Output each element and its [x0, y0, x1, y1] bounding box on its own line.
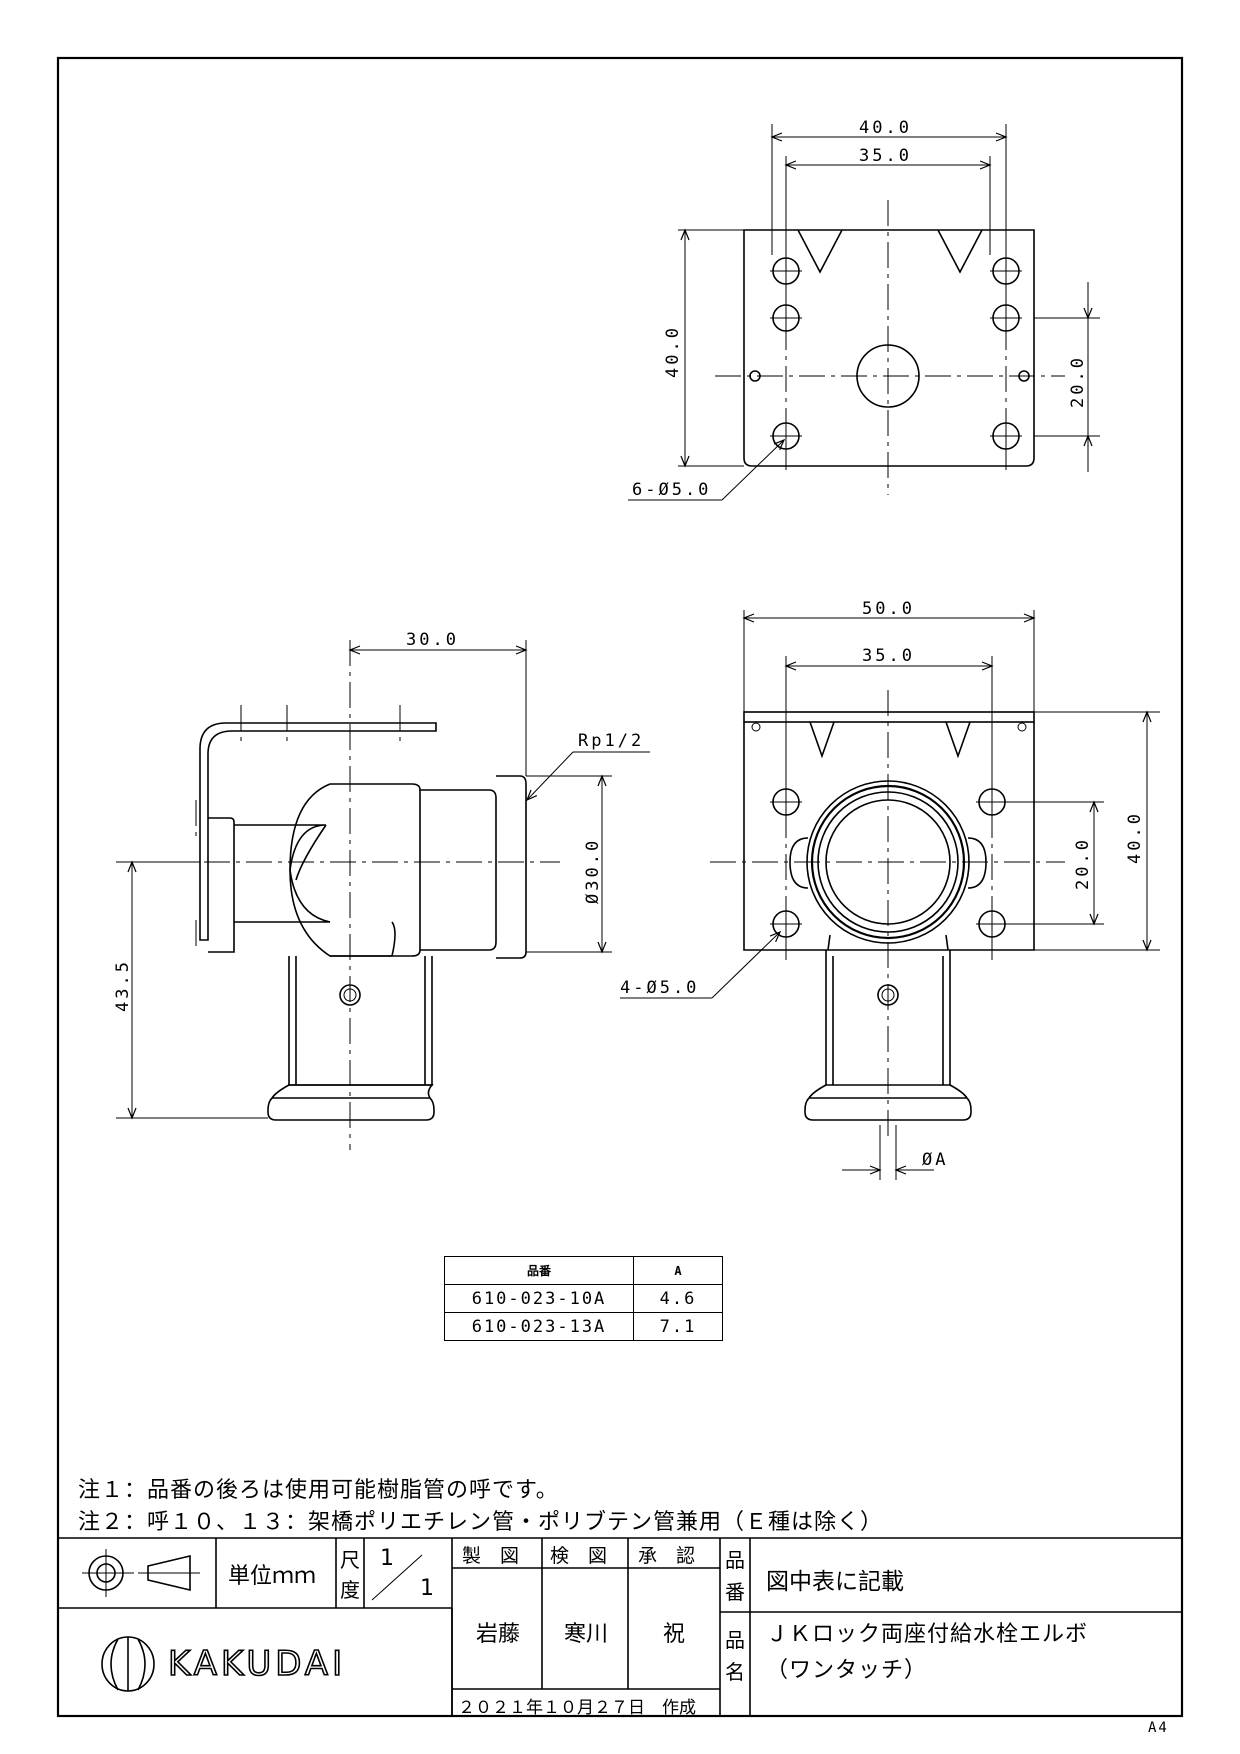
note-1: 注１：品番の後ろは使用可能樹脂管の呼です。 [78, 1478, 559, 1503]
front-view [620, 610, 1160, 1180]
header-a: A [633, 1256, 723, 1285]
parts-table: 品番 A 610-023-10A 4.6 610-023-13A 7.1 [444, 1256, 723, 1341]
scale-denominator: 1 [420, 1576, 434, 1601]
drawn-by: 岩藤 [476, 1622, 521, 1647]
scale-numerator: 1 [380, 1546, 394, 1571]
cell-a: 4.6 [633, 1284, 723, 1313]
front-dim-outer-width: 50.0 [862, 599, 915, 619]
front-dim-inner-width: 35.0 [862, 646, 915, 666]
unit-label: 単位ｍｍ [228, 1564, 317, 1589]
sheet-size: A4 [1148, 1720, 1169, 1736]
checked-label: 検 図 [550, 1545, 608, 1567]
approved-by: 祝 [663, 1622, 686, 1647]
note-2: 注２：呼１０、１３：架橋ポリエチレン管・ポリブテン管兼用（Ｅ種は除く） [78, 1510, 884, 1535]
scale-label-2: 度 [340, 1578, 360, 1602]
part-name-line-2: （ワンタッチ） [766, 1658, 928, 1683]
top-dim-outer-width: 40.0 [859, 118, 912, 138]
created-date: ２０２１年１０月２７日 作成 [458, 1698, 696, 1718]
header-part-no: 品番 [444, 1256, 634, 1285]
side-dim-depth: 30.0 [406, 630, 459, 650]
part-name-line-1: ＪＫロック両座付給水栓エルボ [766, 1622, 1089, 1647]
front-dim-height: 40.0 [1125, 811, 1145, 864]
side-dim-diameter: Ø30.0 [583, 838, 603, 904]
side-view [116, 640, 650, 1150]
title-block-grid [58, 1537, 1182, 1716]
approved-label: 承 認 [638, 1545, 696, 1567]
table-header-row: 品番 A [444, 1256, 723, 1285]
table-row: 610-023-13A 7.1 [444, 1312, 723, 1341]
top-view [628, 124, 1100, 501]
top-dim-side: 20.0 [1068, 355, 1088, 408]
brand-name: KAKUDAI [167, 1643, 347, 1685]
third-angle-projection-icon [82, 1549, 200, 1597]
side-dim-height: 43.5 [113, 959, 133, 1012]
cell-part-no: 610-023-10A [444, 1284, 634, 1313]
checked-by: 寒川 [564, 1622, 609, 1647]
drawn-label: 製 図 [462, 1545, 520, 1567]
part-no-label-1: 品 [725, 1548, 745, 1572]
front-dim-side: 20.0 [1073, 837, 1093, 890]
table-row: 610-023-10A 4.6 [444, 1284, 723, 1313]
side-thread-label: Rp1/2 [578, 731, 644, 751]
top-dim-inner-width: 35.0 [859, 146, 912, 166]
part-no-value: 図中表に記載 [766, 1569, 904, 1595]
part-no-label-2: 番 [725, 1580, 745, 1604]
kakudai-logo-icon [101, 1636, 155, 1692]
part-name-label-1: 品 [725, 1628, 745, 1652]
scale-label-1: 尺 [340, 1548, 360, 1572]
cell-a: 7.1 [633, 1312, 723, 1341]
drawing-frame [56, 56, 1184, 1718]
cell-part-no: 610-023-13A [444, 1312, 634, 1341]
part-name-label-2: 名 [725, 1660, 745, 1684]
front-hole-label: 4-Ø5.0 [620, 978, 699, 998]
top-dim-height: 40.0 [663, 325, 683, 378]
front-dia-a: ØA [922, 1150, 948, 1170]
top-hole-label: 6-Ø5.0 [632, 480, 711, 500]
